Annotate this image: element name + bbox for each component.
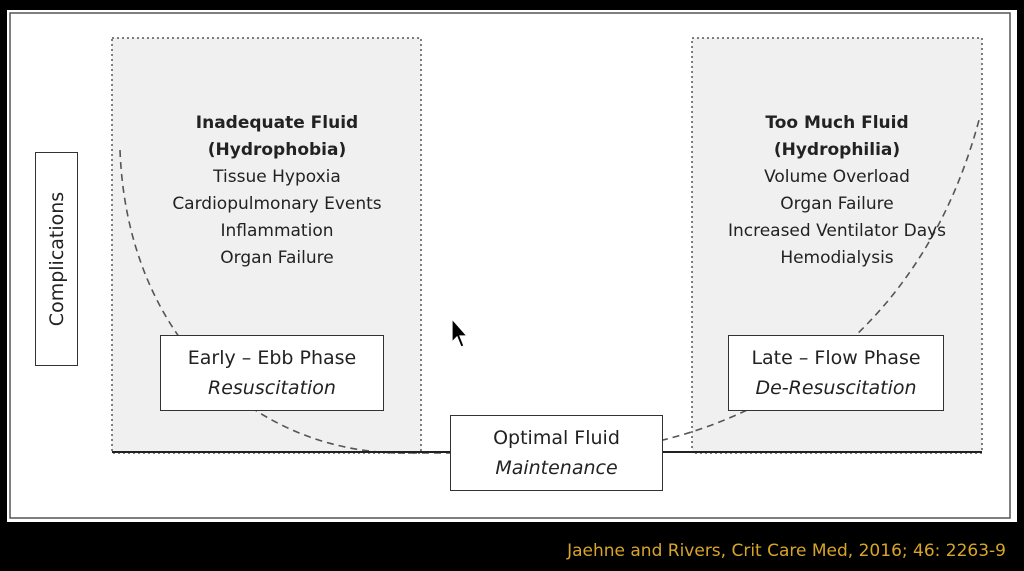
late-phase-title: Late – Flow Phase bbox=[751, 347, 921, 369]
right-region-text: Too Much Fluid (Hydrophilia) Volume Over… bbox=[687, 110, 987, 272]
y-axis-label: Complications bbox=[45, 191, 68, 327]
left-heading-line1: Inadequate Fluid bbox=[195, 113, 359, 133]
slide-frame bbox=[9, 12, 1011, 519]
right-item: Hemodialysis bbox=[780, 248, 894, 268]
left-item: Organ Failure bbox=[220, 248, 334, 268]
mouse-pointer-icon bbox=[451, 318, 469, 348]
right-item: Increased Ventilator Days bbox=[727, 221, 947, 241]
left-item: Tissue Hypoxia bbox=[213, 167, 341, 187]
citation: Jaehne and Rivers, Crit Care Med, 2016; … bbox=[567, 541, 1006, 561]
late-phase-box: Late – Flow Phase De-Resuscitation bbox=[728, 335, 944, 411]
slide: Complications Inadequate Fluid (Hydropho… bbox=[7, 10, 1017, 522]
left-region-text: Inadequate Fluid (Hydrophobia) Tissue Hy… bbox=[122, 110, 432, 272]
optimal-fluid-title: Optimal Fluid bbox=[493, 427, 620, 449]
optimal-fluid-subtitle: Maintenance bbox=[495, 457, 618, 479]
right-item: Volume Overload bbox=[764, 167, 910, 187]
optimal-fluid-box: Optimal Fluid Maintenance bbox=[450, 415, 663, 491]
left-item: Cardiopulmonary Events bbox=[172, 194, 382, 214]
right-heading-line1: Too Much Fluid bbox=[765, 113, 909, 133]
left-heading-line2: (Hydrophobia) bbox=[207, 140, 347, 160]
right-item: Organ Failure bbox=[780, 194, 894, 214]
early-phase-title: Early – Ebb Phase bbox=[187, 347, 357, 369]
early-phase-subtitle: Resuscitation bbox=[208, 377, 336, 399]
right-heading-line2: (Hydrophilia) bbox=[773, 140, 901, 160]
early-phase-box: Early – Ebb Phase Resuscitation bbox=[160, 335, 384, 411]
y-axis-label-box: Complications bbox=[35, 152, 78, 366]
left-item: Inflammation bbox=[220, 221, 334, 241]
late-phase-subtitle: De-Resuscitation bbox=[755, 377, 917, 399]
